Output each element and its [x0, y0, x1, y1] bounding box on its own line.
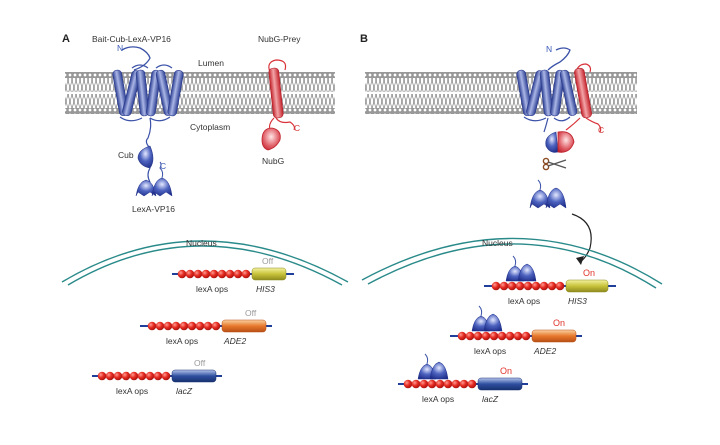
lexa-operator-beads — [403, 379, 477, 389]
lacz-label-a: lacZ — [176, 386, 193, 396]
nuclear-translocation-arrow — [571, 213, 592, 265]
lexa-ops-label: lexA ops — [508, 296, 540, 306]
membrane-bilayer-b — [365, 72, 637, 114]
ade2-gene — [531, 329, 577, 343]
bait-n-terminus-b: N — [546, 44, 552, 54]
ade2-state-a: Off — [245, 308, 257, 318]
cub-domain — [137, 145, 154, 169]
panel-a-label: A — [62, 33, 70, 45]
lexa-vp16-label: LexA-VP16 — [132, 204, 175, 214]
lexa-ops-label: lexA ops — [422, 394, 454, 404]
reporter-ade2-a: Off lexA ops ADE2 — [140, 308, 272, 346]
bound-lexa-vp16 — [417, 353, 449, 380]
membrane-bilayer-a — [65, 72, 335, 114]
his3-state-a: Off — [262, 256, 274, 266]
lexa-operator-beads — [177, 269, 251, 279]
lexa-ops-label: lexA ops — [474, 346, 506, 356]
lexa-operator-beads — [147, 321, 221, 331]
prey-c-terminus-b: C — [598, 125, 604, 135]
prey-c-terminus: C — [294, 123, 300, 133]
lexa-ops-label: lexA ops — [196, 284, 228, 294]
panel-b: B N C — [360, 33, 663, 404]
lexa-operator-beads — [491, 281, 565, 291]
cub-label: Cub — [118, 150, 134, 160]
nubg-domain — [261, 127, 281, 151]
lacz-gene — [171, 369, 217, 383]
nucleus-label-a: Nucleus — [186, 238, 217, 248]
reporter-ade2-b: On lexA ops ADE2 — [450, 305, 582, 356]
nucleus-label-b: Nucleus — [482, 238, 513, 248]
panel-a: A Bait-Cub-LexA-VP16 NubG-Prey Lumen Cyt… — [61, 33, 349, 396]
scissors-icon — [542, 157, 567, 171]
bound-lexa-vp16 — [471, 305, 503, 332]
reconstituted-ubiquitin — [545, 131, 575, 153]
ade2-label-b: ADE2 — [533, 346, 556, 356]
lexa-operator-beads — [97, 371, 171, 381]
prey-title: NubG-Prey — [258, 34, 301, 44]
ade2-label-a: ADE2 — [223, 336, 246, 346]
ade2-state-b: On — [553, 318, 565, 328]
his3-state-b: On — [583, 268, 595, 278]
panel-b-label: B — [360, 33, 368, 45]
lexa-operator-beads — [457, 331, 531, 341]
lacz-state-a: Off — [194, 358, 206, 368]
bait-protein-b: N — [516, 44, 578, 133]
cytoplasm-label: Cytoplasm — [190, 122, 230, 132]
prey-protein-b: C — [565, 63, 604, 135]
reporter-lacz-b: On lexA ops lacZ — [398, 353, 528, 404]
reporter-his3-b: On lexA ops HIS3 — [484, 255, 616, 306]
nubg-label: NubG — [262, 156, 284, 166]
bait-protein-a: N — [112, 43, 184, 149]
ade2-gene — [221, 319, 267, 333]
lumen-label: Lumen — [198, 58, 224, 68]
lacz-state-b: On — [500, 366, 512, 376]
reporter-lacz-a: Off lexA ops lacZ — [92, 358, 222, 396]
his3-gene — [565, 279, 609, 293]
lexa-vp16-a: C — [135, 161, 173, 197]
prey-protein-a: C — [261, 59, 300, 151]
lacz-gene — [477, 377, 523, 391]
his3-label-a: HIS3 — [256, 284, 275, 294]
lacz-label-b: lacZ — [482, 394, 499, 404]
lexa-ops-label: lexA ops — [166, 336, 198, 346]
reporter-his3-a: Off lexA ops HIS3 — [172, 256, 294, 294]
bait-c-terminus: C — [160, 161, 166, 171]
lexa-ops-label: lexA ops — [116, 386, 148, 396]
released-lexa-vp16 — [529, 179, 567, 209]
his3-gene — [251, 267, 287, 281]
bait-n-terminus: N — [117, 43, 123, 53]
nuclear-envelope-b — [361, 237, 663, 289]
his3-label-b: HIS3 — [568, 296, 587, 306]
nuclear-envelope-a — [61, 240, 349, 286]
bound-lexa-vp16 — [505, 255, 537, 282]
bait-title: Bait-Cub-LexA-VP16 — [92, 34, 171, 44]
